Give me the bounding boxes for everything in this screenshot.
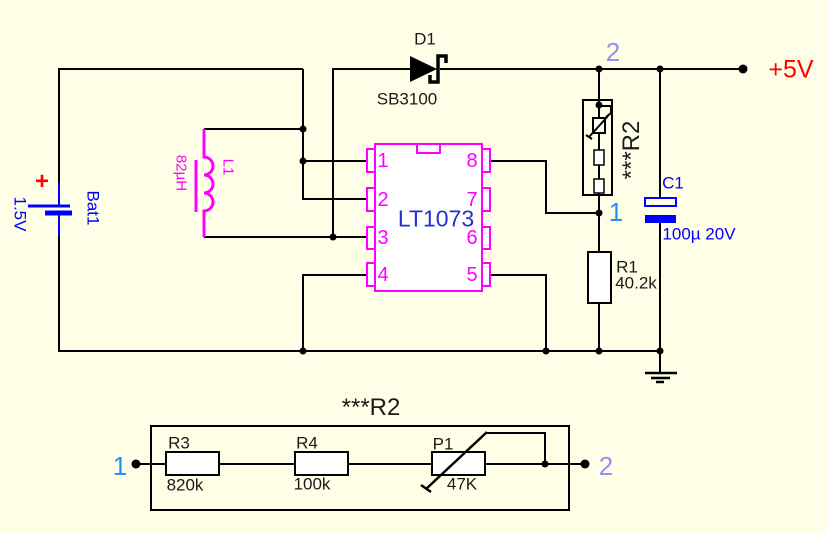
inductor-symbol [194,129,215,237]
ic-pin-label-8: 8 [466,150,478,172]
r1-symbol [587,251,612,304]
ic-pin-label-2: 2 [377,189,389,211]
r3-ref-label: R3 [168,433,190,453]
wire-diode-branch [332,68,410,237]
p1-arrow-tick [420,483,432,494]
inductor-coil [202,129,215,237]
junction-dot [656,347,664,355]
c1-plate-top [644,197,677,207]
c1-symbol [644,197,677,223]
r4-symbol [294,451,349,476]
power-terminal-dot [738,64,748,74]
wire-vin-branch [302,69,367,200]
ic-pin-label-6: 6 [466,227,478,249]
subcircuit-title: ***R2 [341,394,401,421]
diode-anode-triangle [410,56,437,82]
p1-wiper-link [486,432,546,464]
power-label: +5V [768,55,814,84]
r2-resistor-box-b [593,178,605,194]
r2-block-outline [582,99,613,196]
subcircuit-outline [150,425,570,511]
wire-ground-rail [58,236,660,352]
wire-battery-top-rail [58,68,303,183]
diode-part-label: SB3100 [376,89,438,109]
ic-pin-box-5 [481,262,491,287]
ic-pin-label-3: 3 [377,227,389,249]
junction-dot [299,125,307,133]
r2-pot-wiper-link [600,105,612,118]
inductor-ref-label: L1 [219,158,237,176]
battery-ref-label: Bat1 [83,190,103,226]
r1-ref-label: R1 [616,257,638,277]
junction-dot [329,233,337,241]
junction-dot [656,65,664,73]
ic-pin-box-6 [481,226,491,250]
junction-dot [595,209,603,217]
ic-pin-label-1: 1 [377,150,389,172]
junction-dot [299,157,307,165]
node-2-label-sub: 2 [598,451,614,481]
r2-pot-arrow-tick [585,134,593,140]
wire-pin4-gnd [302,274,367,351]
ic-pin-box-2 [366,187,376,212]
r3-value-label: 820k [166,475,204,495]
battery-value-label: 1.5V [10,196,30,232]
terminal-dot-right [580,459,590,469]
c1-value-label: 100µ 20V [662,224,736,244]
junction-dot [541,460,549,468]
wire-pin5-gnd [490,274,547,351]
ic-pin-box-3 [366,226,376,250]
ic-pin-label-5: 5 [466,264,478,286]
junction-dot [542,347,550,355]
subcircuit-r2-detail [131,425,590,511]
r4-value-label: 100k [293,474,331,494]
c1-ref-label: C1 [662,173,684,193]
battery-symbol [28,183,72,236]
r3-symbol [165,451,220,476]
p1-ref-label: P1 [432,434,454,454]
junction-dots [299,64,748,355]
diode-symbol [410,54,448,84]
node-1-label-sub: 1 [112,451,128,481]
junction-dot [299,347,307,355]
ic-notch [416,143,441,154]
diode-ref-label: D1 [414,29,436,49]
ic-pin-box-7 [481,187,491,212]
r2-resistor-box-a [593,149,605,166]
r4-ref-label: R4 [296,433,318,453]
inductor-value-label: 82µH [172,154,190,192]
wires [58,68,743,372]
ic-pin-box-4 [366,262,376,287]
p1-value-label: 47K [446,474,478,494]
r2-block-label: ***R2 [618,120,645,180]
r2-pot-diagonal [588,115,609,138]
r1-value-label: 40.2k [615,273,657,293]
junction-dot [595,101,603,109]
junction-dot [595,65,603,73]
p1-diagonal [425,431,488,490]
c1-plate-bottom [645,215,676,223]
node-1-label-mid: 1 [608,197,624,227]
ic-pin-box-8 [481,148,491,173]
ground-symbol [645,371,677,384]
r2-block-symbol [582,99,613,196]
ic-symbol [366,143,491,292]
ic-pin-box-1 [366,148,376,173]
diode-schottky-bar [428,54,448,84]
p1-symbol [431,451,486,476]
terminal-dot-left [131,459,141,469]
junction-dot [595,347,603,355]
ic-pin-label-7: 7 [466,189,478,211]
ic-pin-label-4: 4 [377,264,389,286]
wire-pin8-feedback [490,160,599,214]
ic-title: LT1073 [397,205,475,232]
battery-plus-label: + [34,168,50,195]
node-2-label-top: 2 [605,37,621,67]
